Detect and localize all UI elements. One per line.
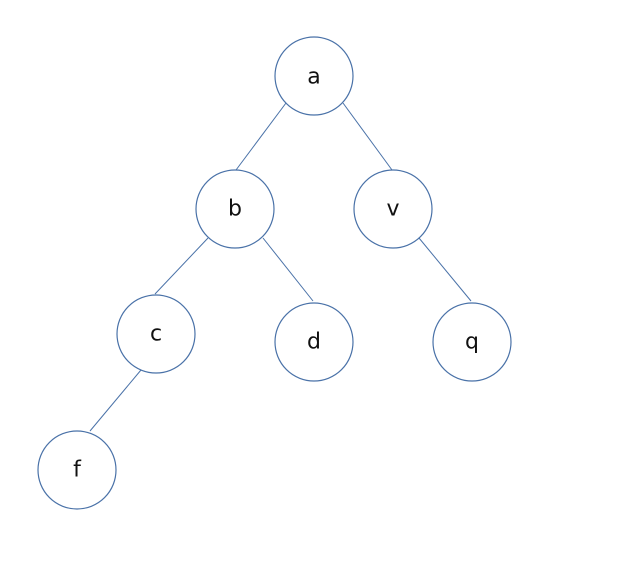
edge-b-d	[262, 237, 314, 302]
tree-node-d: d	[274, 302, 354, 382]
tree-node-v: v	[353, 169, 433, 249]
tree-node-a: a	[274, 36, 354, 116]
node-label-q: q	[465, 330, 479, 355]
node-label-d: d	[307, 330, 321, 355]
node-label-b: b	[228, 197, 242, 222]
node-label-a: a	[307, 65, 320, 90]
node-label-c: c	[150, 322, 162, 347]
node-label-f: f	[73, 458, 82, 483]
edge-a-v	[342, 102, 393, 171]
node-label-v: v	[386, 197, 399, 222]
tree-node-q: q	[432, 302, 512, 382]
edge-a-b	[235, 102, 287, 171]
edge-b-c	[154, 237, 209, 295]
tree-node-f: f	[37, 430, 117, 510]
tree-node-c: c	[116, 294, 196, 374]
edge-v-q	[418, 237, 472, 302]
edge-c-f	[89, 369, 142, 432]
tree-node-b: b	[195, 169, 275, 249]
